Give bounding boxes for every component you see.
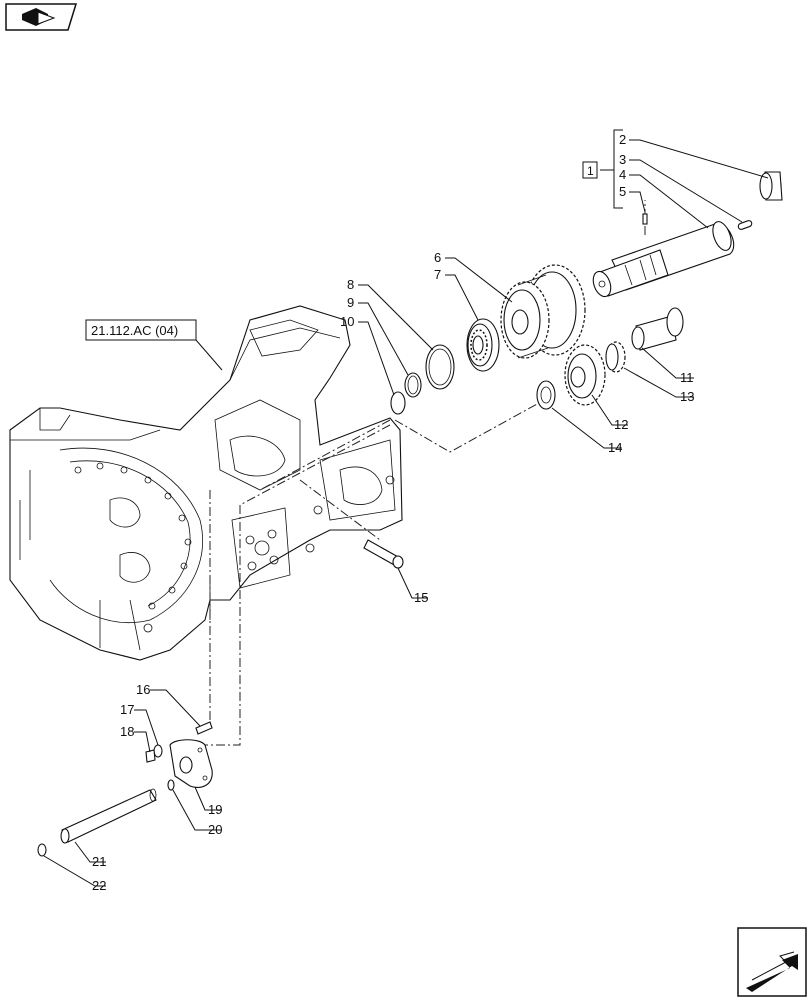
- part-11-sleeve: [631, 307, 684, 351]
- callout-15: 15: [414, 590, 428, 605]
- part-18-nut: [145, 749, 156, 763]
- callout-3: 3: [619, 152, 626, 167]
- part-7-bearing: [466, 318, 500, 372]
- callout-18: 18: [120, 724, 134, 739]
- callout-10: 10: [340, 314, 354, 329]
- part-14-washer: [536, 380, 556, 410]
- callout-8: 8: [347, 277, 354, 292]
- part-21-shaft: [60, 788, 157, 844]
- callout-4: 4: [619, 167, 626, 182]
- part-5-pin: [642, 213, 648, 225]
- part-19-cover: [169, 739, 213, 788]
- transmission-housing: [9, 305, 403, 661]
- callout-19: 19: [208, 802, 222, 817]
- callout-17: 17: [120, 702, 134, 717]
- callout-12: 12: [614, 417, 628, 432]
- callout-16: 16: [136, 682, 150, 697]
- part-20-o-ring: [167, 779, 175, 791]
- reference-box[interactable]: 21.112.AC (04): [85, 319, 197, 341]
- callout-14: 14: [608, 440, 622, 455]
- shaft-assembly: [592, 171, 783, 298]
- callout-labels: 2 3 4 5 6 7 8 9 10 11 12 13 14 15 16 17 …: [92, 132, 694, 893]
- callout-11: 11: [680, 370, 694, 385]
- reference-box-label: 21.112.AC (04): [91, 323, 178, 338]
- part-6-double-gear: [500, 264, 586, 359]
- assembly-centerlines: [205, 200, 646, 746]
- callout-22: 22: [92, 878, 106, 893]
- previous-page-icon[interactable]: [5, 3, 78, 31]
- callout-6: 6: [434, 250, 441, 265]
- part-12-gear: [564, 344, 606, 406]
- group-box: 1: [582, 161, 598, 179]
- leader-lines: [43, 129, 769, 887]
- part-17-washer: [153, 744, 163, 758]
- part-15-stud: [363, 539, 404, 569]
- part-8-snap-ring: [425, 344, 455, 390]
- part-10-snap-ring: [390, 391, 406, 415]
- callout-5: 5: [619, 184, 626, 199]
- part-13-small-gear: [605, 341, 626, 373]
- callout-9: 9: [347, 295, 354, 310]
- callout-20: 20: [208, 822, 222, 837]
- group-box-label: 1: [587, 164, 594, 178]
- next-page-icon[interactable]: [737, 927, 807, 997]
- callout-2: 2: [619, 132, 626, 147]
- part-22-o-ring: [37, 843, 47, 857]
- callout-21: 21: [92, 854, 106, 869]
- part-2-gear: [759, 171, 783, 201]
- callout-13: 13: [680, 389, 694, 404]
- part-16-stud: [195, 721, 213, 735]
- part-4-shaft: [592, 221, 735, 298]
- part-9-ring: [404, 372, 422, 398]
- bolt-hole-ring: [74, 462, 192, 610]
- part-3-key: [737, 220, 753, 230]
- callout-7: 7: [434, 267, 441, 282]
